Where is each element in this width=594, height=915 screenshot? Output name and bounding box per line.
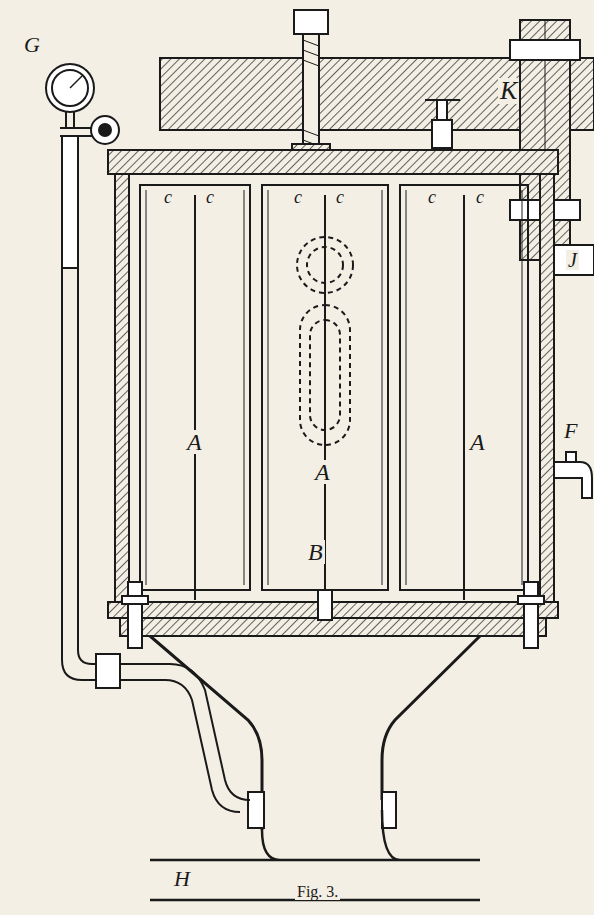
- figure-caption: Fig. 3.: [295, 884, 340, 900]
- beam-label: K: [498, 78, 519, 104]
- hook-label: c: [292, 188, 304, 206]
- part-label: F: [562, 420, 579, 442]
- hook-label: c: [204, 188, 216, 206]
- hook-label: c: [334, 188, 346, 206]
- part-label: A: [313, 460, 332, 484]
- part-label: A: [468, 430, 487, 454]
- hook-label: c: [474, 188, 486, 206]
- part-label: J: [566, 250, 579, 270]
- part-label: H: [172, 868, 192, 890]
- hook-label: c: [162, 188, 174, 206]
- hook-label: c: [426, 188, 438, 206]
- part-label: A: [185, 430, 204, 454]
- part-label: B: [306, 540, 325, 564]
- part-label: G: [22, 34, 42, 56]
